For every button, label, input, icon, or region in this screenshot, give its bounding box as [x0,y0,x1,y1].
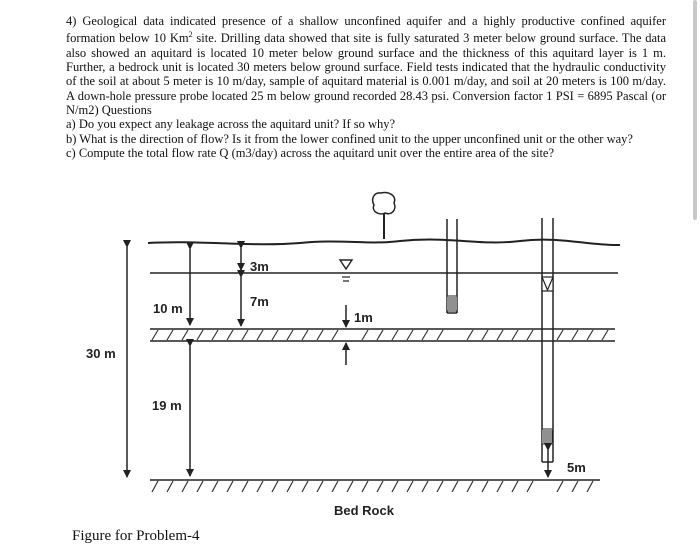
question-a: a) Do you expect any leakage across the … [66,117,396,132]
deep-well-icon [541,218,554,463]
problem-paragraph: 4) Geological data indicated presence of… [66,14,666,117]
shallow-well-icon [446,219,458,314]
aquitard-hatch [151,329,609,341]
tree-icon [371,191,396,239]
label-19m: 19 m [152,398,182,413]
scrollbar[interactable] [693,0,697,220]
label-7m: 7m [250,294,269,309]
label-bedrock: Bed Rock [334,503,395,518]
paragraph-post: site. Drilling data showed that site is … [66,31,667,117]
label-30m: 30 m [86,346,116,361]
problem-statement: 4) Geological data indicated presence of… [66,14,666,160]
bedrock-hatch [151,480,594,493]
figure-caption: Figure for Problem-4 [72,528,200,544]
label-10m: 10 m [153,301,183,316]
water-table-icon [338,259,354,282]
label-3m: 3m [250,259,269,274]
question-c: c) Compute the total flow rate Q (m3/day… [66,145,555,160]
label-1m: 1m [354,310,373,325]
ground-surface [147,238,621,247]
paragraph-pre: 4) Geological data indicated presence of… [66,14,666,46]
label-5m: 5m [567,460,586,475]
superscript: 2 [188,30,193,40]
question-b: b) What is the direction of flow? Is it … [66,131,633,146]
